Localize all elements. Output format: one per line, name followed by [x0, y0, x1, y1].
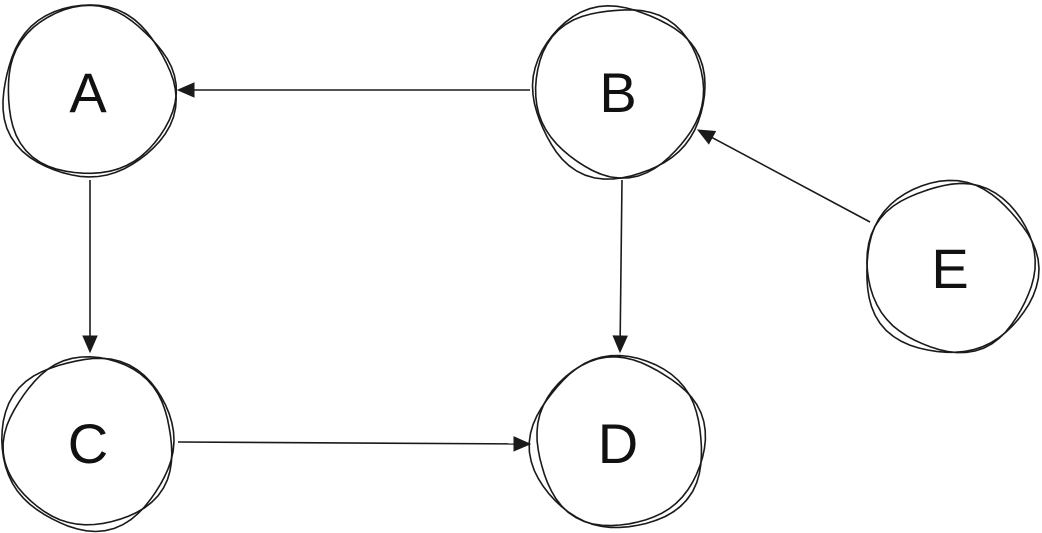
node-circle-stroke	[866, 182, 1037, 354]
node-e: E	[866, 179, 1040, 354]
edge-line	[619, 179, 623, 337]
node-circle-stroke	[534, 9, 705, 179]
node-label: D	[598, 412, 638, 475]
node-circle-stroke	[7, 4, 178, 175]
arrowhead-icon	[513, 436, 532, 452]
node-circle-stroke	[2, 355, 173, 526]
edge-c-to-d	[177, 436, 532, 452]
node-label: C	[68, 412, 108, 475]
node-circle	[531, 4, 706, 180]
node-circle	[866, 179, 1040, 354]
edges-layer	[82, 82, 871, 452]
arrowhead-icon	[696, 129, 717, 145]
edge-line	[711, 136, 871, 223]
node-a: A	[2, 4, 178, 178]
node-circle	[0, 357, 175, 533]
node-label: E	[931, 237, 968, 300]
node-circle	[2, 4, 178, 178]
edge-line	[177, 441, 515, 445]
arrowhead-icon	[612, 335, 628, 354]
node-label: B	[599, 61, 636, 124]
edge-a-to-c	[82, 180, 98, 354]
arrowhead-icon	[176, 82, 195, 98]
node-circle-stroke	[536, 355, 707, 527]
node-label: A	[69, 61, 107, 124]
node-d: D	[528, 354, 707, 529]
node-b: B	[531, 4, 706, 180]
edge-e-to-b	[696, 129, 871, 223]
edge-b-to-d	[612, 179, 628, 354]
node-c: C	[0, 355, 175, 533]
arrowhead-icon	[82, 335, 98, 354]
node-circle	[528, 354, 703, 529]
nodes-layer: A B C D E	[0, 4, 1040, 533]
edge-b-to-a	[176, 82, 530, 98]
